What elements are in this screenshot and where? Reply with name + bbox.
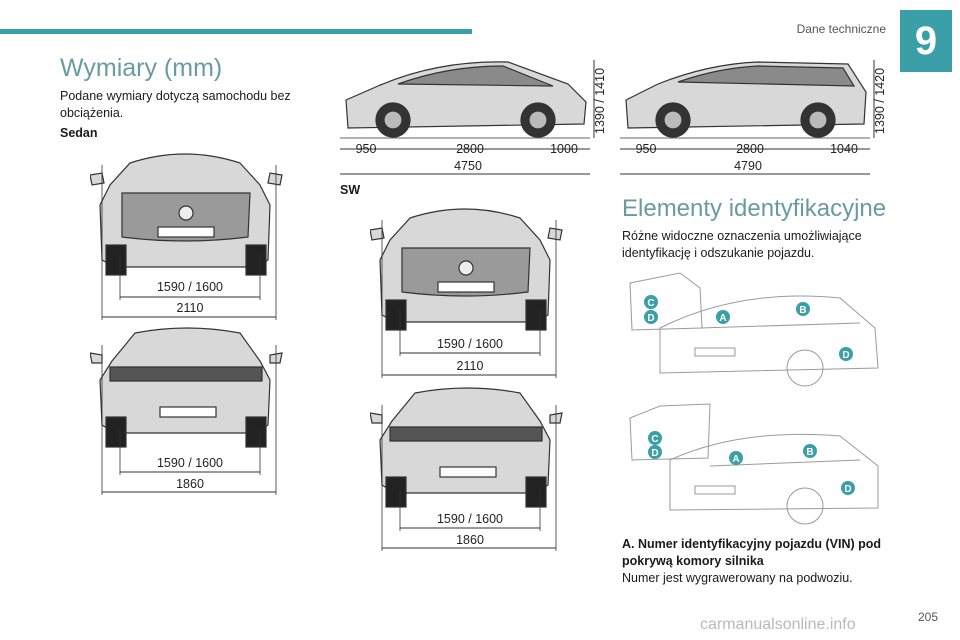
car-side-illustration (345, 61, 587, 138)
svg-text:D: D (844, 484, 851, 495)
sw-front-diagram: 1590 / 1600 2110 (370, 208, 563, 378)
svg-text:B: B (799, 305, 806, 316)
identification-heading: Elementy identyfikacyjne (622, 195, 887, 222)
marker-b: B (796, 302, 810, 316)
sw-front-width: 2110 (457, 359, 484, 373)
svg-text:A: A (719, 313, 726, 324)
sw-side-diagram: 1390 / 1420 950 2800 1040 4790 (620, 60, 887, 175)
identification-item-a: A. Numer identyfikacyjny pojazdu (VIN) p… (622, 536, 882, 587)
svg-text:B: B (806, 447, 813, 458)
marker-c: C (648, 431, 662, 445)
sw-side-height: 1390 / 1420 (873, 68, 887, 134)
marker-a: A (729, 451, 743, 465)
svg-text:D: D (842, 350, 849, 361)
sedan-front-diagram: 1590 / 1600 2110 (90, 153, 283, 320)
sedan-front-width: 2110 (177, 301, 204, 315)
sedan-rear-diagram: 1590 / 1600 1860 (90, 327, 283, 495)
sw-front-overhang: 950 (636, 142, 657, 156)
sedan-side-height: 1390 / 1410 (593, 68, 606, 134)
car-side-illustration (625, 61, 867, 138)
identification-sedan-illustration: C D A B D (629, 272, 879, 387)
marker-d: D (839, 347, 853, 361)
marker-d: D (644, 310, 658, 324)
car-front-illustration (90, 153, 283, 276)
watermark: carmanualsonline.info (700, 616, 856, 633)
sw-wheelbase: 2800 (736, 142, 764, 156)
sedan-label: Sedan (60, 126, 98, 140)
sedan-front-overhang: 950 (356, 142, 377, 156)
sw-rear-width: 1860 (456, 533, 484, 547)
svg-text:C: C (647, 298, 654, 309)
sedan-rear-overhang: 1000 (550, 142, 578, 156)
sw-rear-diagram: 1590 / 1600 1860 (370, 387, 563, 551)
svg-text:C: C (651, 434, 658, 445)
dimensions-heading: Wymiary (mm) (60, 54, 223, 82)
sedan-side-diagram: 1390 / 1410 950 2800 1000 4750 (340, 60, 606, 175)
identification-sw-illustration: C D A B D (629, 403, 879, 525)
marker-a: A (716, 310, 730, 324)
sw-rear-track: 1590 / 1600 (437, 512, 503, 526)
car-rear-illustration (370, 387, 563, 508)
item-a-title: A. Numer identyfikacyjny pojazdu (VIN) p… (622, 537, 882, 568)
dimensions-intro: Podane wymiary dotyczą samochodu bez obc… (60, 89, 291, 120)
svg-text:A: A (732, 454, 739, 465)
sw-label: SW (340, 183, 361, 197)
car-front-illustration (370, 208, 563, 331)
marker-d: D (648, 445, 662, 459)
sedan-rear-track: 1590 / 1600 (157, 456, 223, 470)
sedan-rear-width: 1860 (176, 477, 204, 491)
car-rear-illustration (90, 327, 283, 448)
identification-intro: Różne widoczne oznaczenia umożliwiające … (622, 229, 862, 260)
sw-rear-overhang: 1040 (830, 142, 858, 156)
section-title: Dane techniczne (796, 22, 886, 36)
svg-text:D: D (651, 448, 658, 459)
sw-length: 4790 (734, 159, 762, 173)
marker-c: C (644, 295, 658, 309)
sedan-wheelbase: 2800 (456, 142, 484, 156)
marker-d: D (841, 481, 855, 495)
sw-front-track: 1590 / 1600 (437, 337, 503, 351)
sedan-front-track: 1590 / 1600 (157, 280, 223, 294)
sedan-length: 4750 (454, 159, 482, 173)
item-a-text: Numer jest wygrawerowany na podwoziu. (622, 571, 853, 585)
marker-b: B (803, 444, 817, 458)
header-accent-bar (0, 29, 472, 34)
chapter-number-tab: 9 (900, 10, 952, 72)
page-number: 205 (917, 610, 938, 624)
svg-text:D: D (647, 313, 654, 324)
